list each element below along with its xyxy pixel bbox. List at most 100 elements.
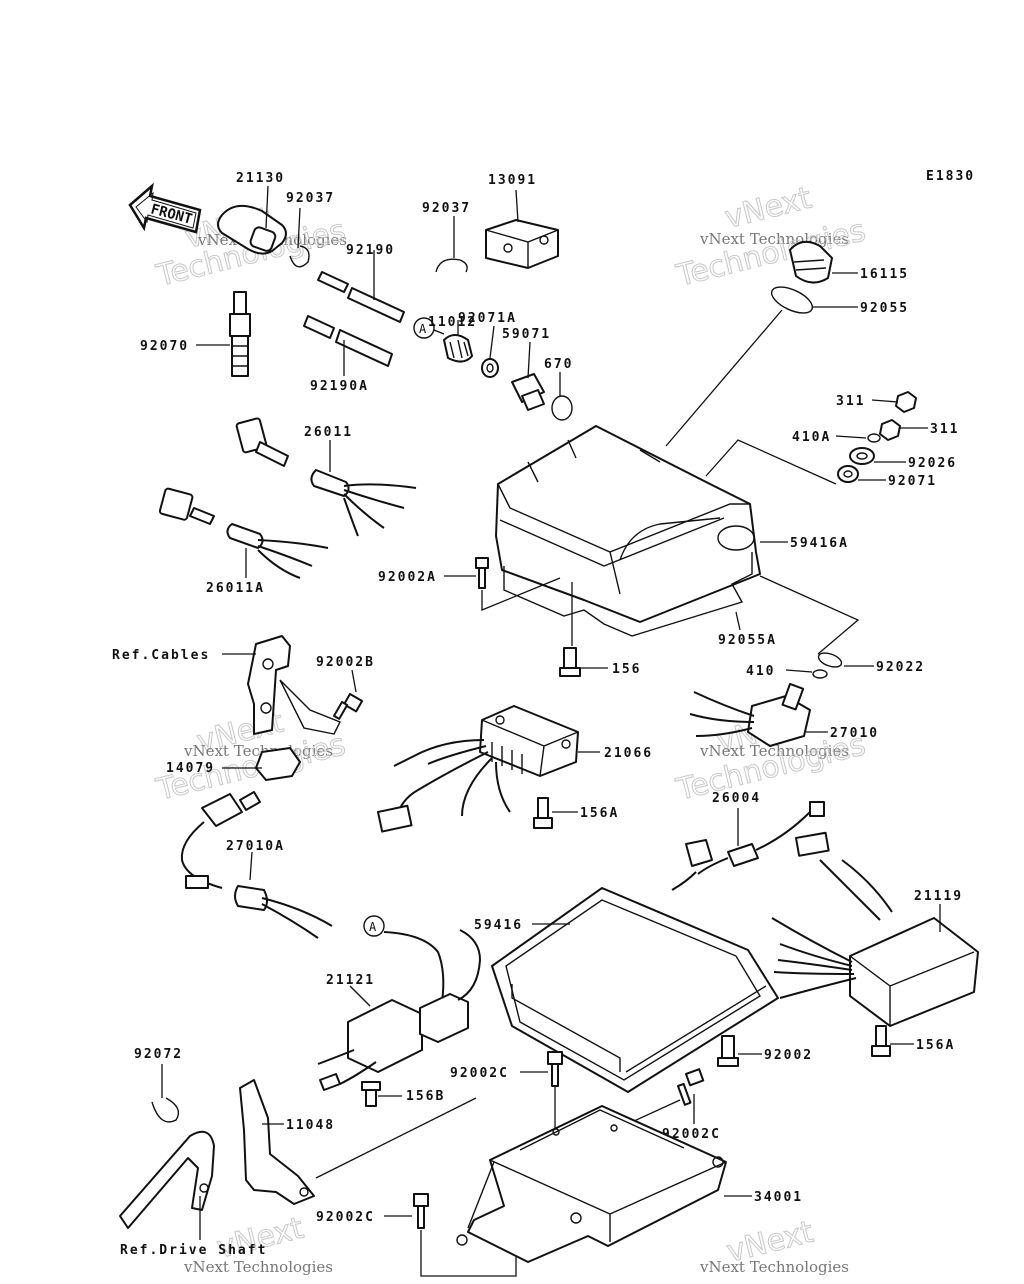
part-410A (835, 433, 881, 443)
marker-a-text: A (419, 322, 427, 336)
label-13091: 13091 (488, 173, 537, 188)
part-27010A (180, 791, 333, 939)
part-92002C-right (609, 1068, 705, 1133)
label-670: 670 (544, 357, 573, 372)
label-311-lower: 311 (930, 422, 959, 437)
label-410: 410 (746, 664, 775, 679)
part-14079 (222, 747, 301, 781)
part-11048 (239, 1079, 477, 1205)
label-92071: 92071 (888, 474, 937, 489)
part-26004 (671, 801, 825, 891)
part-21119 (771, 831, 979, 1027)
label-92002C-right: 92002C (662, 1127, 721, 1142)
label-27010: 27010 (830, 726, 879, 741)
part-156A-mid (533, 797, 578, 829)
label-92037-center: 92037 (422, 201, 471, 216)
label-26011: 26011 (304, 425, 353, 440)
watermark-text: vNext Technologies (183, 1258, 333, 1276)
label-26011A: 26011A (206, 581, 265, 596)
label-21119: 21119 (914, 889, 963, 904)
front-arrow-icon: FRONT (128, 182, 202, 234)
part-311-upper (871, 391, 917, 413)
part-21130 (217, 185, 287, 255)
part-92072 (151, 1064, 180, 1123)
part-92190A (303, 315, 393, 376)
label-92190A: 92190A (310, 379, 369, 394)
marker-a-text: A (369, 920, 377, 934)
label-34001: 34001 (754, 1190, 803, 1205)
label-92072: 92072 (134, 1047, 183, 1062)
label-92071A: 92071A (458, 311, 517, 326)
label-156: 156 (612, 662, 641, 677)
label-ref-drive-shaft: Ref.Drive Shaft (120, 1243, 267, 1258)
label-156A-right: 156A (916, 1038, 955, 1053)
part-92002B (333, 669, 364, 720)
part-26011A (158, 487, 329, 579)
label-11012: 11012 (428, 315, 477, 330)
part-92002 (717, 1035, 762, 1067)
label-92002: 92002 (764, 1048, 813, 1063)
part-92190 (317, 250, 405, 323)
diagram-code: E1830 (926, 169, 975, 184)
label-156A-mid: 156A (580, 806, 619, 821)
label-59416: 59416 (474, 918, 523, 933)
part-59416A-upper-case (495, 425, 788, 623)
label-11048: 11048 (286, 1118, 335, 1133)
part-410 (785, 669, 828, 679)
label-311-upper: 311 (836, 394, 865, 409)
label-92037-left: 92037 (286, 191, 335, 206)
part-92037-clip-left (289, 207, 310, 268)
label-92055: 92055 (860, 301, 909, 316)
label-156B: 156B (406, 1089, 445, 1104)
label-14079: 14079 (166, 761, 215, 776)
part-92002A (444, 557, 561, 611)
part-92055A (503, 552, 753, 637)
watermark-mid-left: vNext vNext Technologies Technologies (152, 704, 349, 808)
part-670 (551, 372, 573, 421)
watermark-bottom-right: vNext vNext Technologies (699, 1214, 849, 1276)
part-11012 (443, 320, 473, 363)
label-410A: 410A (792, 430, 831, 445)
part-156A-right (871, 1025, 914, 1057)
part-27010 (689, 683, 828, 747)
part-13091 (485, 189, 559, 269)
part-156B (361, 1081, 402, 1107)
part-92022 (759, 575, 874, 668)
label-92190: 92190 (346, 243, 395, 258)
part-ref-cables-bracket (222, 635, 341, 735)
label-27010A: 27010A (226, 839, 285, 854)
part-16115 (789, 240, 858, 284)
part-ref-drive-shaft (119, 1130, 215, 1240)
label-ref-cables: Ref.Cables (112, 648, 210, 663)
label-59416A: 59416A (790, 536, 849, 551)
part-92002C-bottom (384, 1193, 517, 1277)
part-26011 (235, 417, 417, 537)
label-92070: 92070 (140, 339, 189, 354)
part-59071 (511, 341, 545, 411)
part-21066 (376, 705, 600, 833)
part-92002C-center (520, 1051, 563, 1132)
part-59416-lower-case (491, 887, 779, 1093)
part-311-lower (879, 419, 928, 441)
part-34001 (456, 1105, 752, 1263)
label-16115: 16115 (860, 267, 909, 282)
label-21121: 21121 (326, 973, 375, 988)
label-92002C-center: 92002C (450, 1066, 509, 1081)
watermark-text: vNext Technologies (699, 742, 849, 760)
part-21121 (317, 929, 482, 1091)
marker-a-lower: A (363, 915, 445, 1003)
part-92026 (849, 447, 906, 465)
part-92071 (705, 439, 886, 485)
label-92002C-bottom: 92002C (316, 1210, 375, 1225)
label-21130: 21130 (236, 171, 285, 186)
part-92071A (481, 325, 499, 378)
watermark-top-right: vNext vNext Technologies Technologies (672, 180, 869, 294)
marker-a-top: A (413, 317, 445, 339)
label-21066: 21066 (604, 746, 653, 761)
label-92002B: 92002B (316, 655, 375, 670)
part-156 (559, 582, 608, 677)
label-59071: 59071 (502, 327, 551, 342)
label-92026: 92026 (908, 456, 957, 471)
